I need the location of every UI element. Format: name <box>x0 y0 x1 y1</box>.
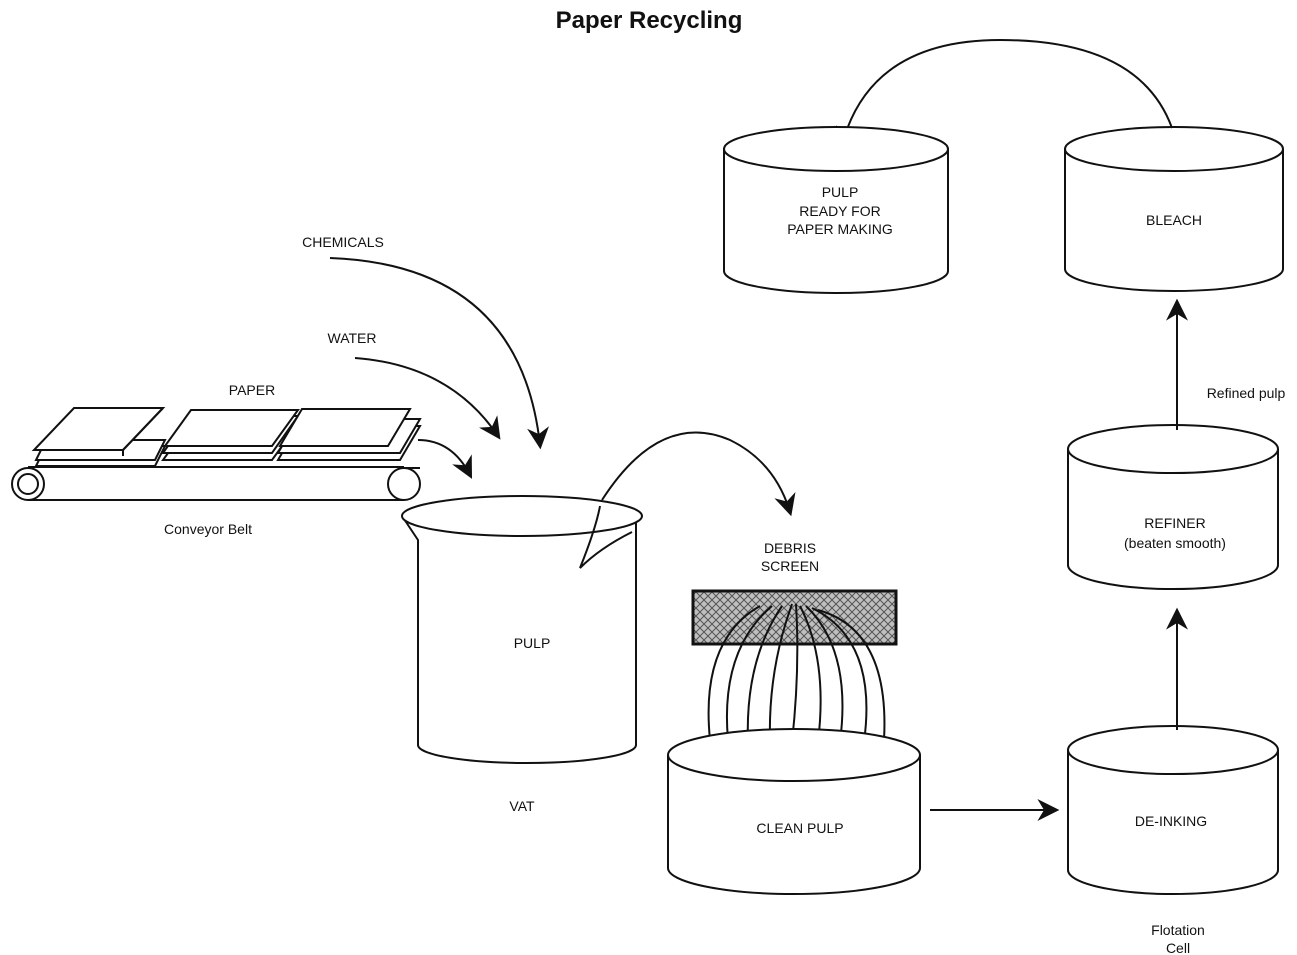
bleach-to-ready-arrow <box>835 38 1173 150</box>
pulp-ready-label-2: READY FOR <box>799 203 880 219</box>
conveyor-belt-label: Conveyor Belt <box>164 521 252 537</box>
vat-label: VAT <box>509 798 535 814</box>
refiner-label: REFINER <box>1144 515 1205 531</box>
flotation-label-1: Flotation <box>1151 922 1205 938</box>
deinking-tank <box>1067 725 1279 895</box>
pulp-ready-tank <box>723 126 949 294</box>
water-label: WATER <box>328 330 377 346</box>
pulp-ready-label-1: PULP <box>822 184 859 200</box>
debris-screen-label-1: DEBRIS <box>764 540 816 556</box>
clean-pulp-tank <box>667 728 921 895</box>
paper-label: PAPER <box>229 382 275 398</box>
debris-screen-label-2: SCREEN <box>761 558 819 574</box>
refiner-tank <box>1067 424 1279 590</box>
refiner-sublabel: (beaten smooth) <box>1124 535 1226 551</box>
bleach-label: BLEACH <box>1146 212 1202 228</box>
paper-stack-3 <box>276 408 422 461</box>
paper-to-vat-arrow <box>417 439 473 479</box>
diagram-title: Paper Recycling <box>556 7 743 34</box>
vat-to-screen-arrow <box>601 431 796 517</box>
deinking-label: DE-INKING <box>1135 813 1207 829</box>
vat-pulp-label: PULP <box>514 635 551 651</box>
bleach-tank <box>1064 126 1284 292</box>
debris-screen <box>691 589 898 646</box>
clean-pulp-label: CLEAN PULP <box>756 820 843 836</box>
pulp-ready-label-3: PAPER MAKING <box>787 221 893 237</box>
conveyor-belt <box>11 466 421 501</box>
flotation-label-2: Cell <box>1166 940 1190 955</box>
refined-pulp-label: Refined pulp <box>1207 385 1286 401</box>
screen-flow-lines <box>707 603 886 743</box>
chemicals-label: CHEMICALS <box>302 234 384 250</box>
paper-stack-1 <box>31 407 167 467</box>
water-arrow <box>354 357 501 440</box>
chemicals-arrow <box>329 257 549 450</box>
vat-beaker <box>401 495 643 764</box>
paper-stack-2 <box>161 409 300 461</box>
